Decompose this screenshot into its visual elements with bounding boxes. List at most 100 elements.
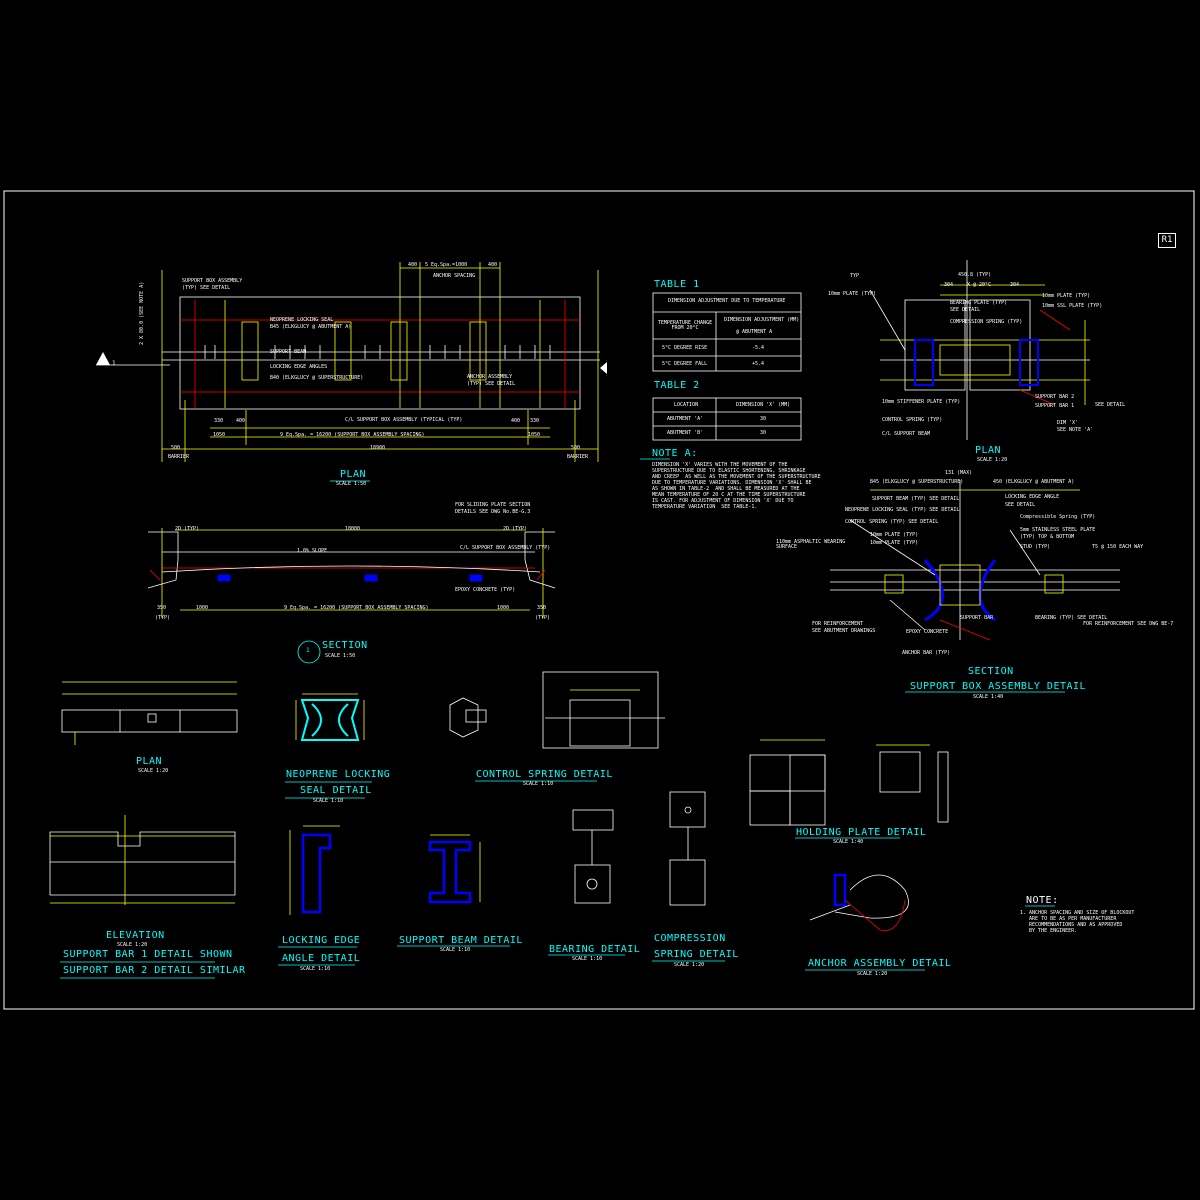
sec1-epoxy: EPOXY CONCRETE (TYP) [455,587,516,593]
compression-spring-view [669,791,706,906]
plan-barrier-left: BARRIER [168,454,190,460]
sb-a11: 10mm PLATE (TYP) [870,540,919,546]
control-spring-view [449,671,665,749]
sb-a13: T5 @ 150 EACH WAY [1092,544,1144,550]
table-1-title: TABLE 1 [654,279,700,290]
ptr-c1: TYP [850,273,860,279]
elevation-view [49,815,236,905]
plan-left-call-1: SUPPORT BOX ASSEMBLY [182,278,243,284]
sb-a3: CONTROL SPRING (TYP) SEE DETAIL [845,519,939,525]
ptr-c10: C/L SUPPORT BEAM [882,431,931,437]
plan-left-call-2: (TYP) SEE DETAIL [182,285,231,291]
plan-small-title: PLAN [136,756,163,767]
ptr-c7: 10mm SSL PLATE (TYP) [1042,303,1103,309]
plan-d1050: 1050 [213,432,226,438]
section-1-title: SECTION [322,640,368,651]
plan-side-dim: 2 X 80.0 (SEE NOTE A) [139,281,145,345]
plan-support-beam: SUPPORT BEAM [270,349,307,355]
main-plan-view [96,262,607,462]
ptr-c8: 10mm STIFFENER PLATE (TYP) [882,399,961,405]
ptr-c13: SEE DETAIL [1095,402,1126,408]
table-2-title: TABLE 2 [654,380,700,391]
neoprene-seal-view [295,693,365,741]
sb-a15: SEE ABUTMENT DRAWINGS [812,628,876,634]
elevation-subtitle-2: SUPPORT BAR 2 DETAIL SIMILAR [63,965,246,976]
table-1-row2-label: 5°C DEGREE FALL [662,361,708,367]
sb-top1: B45 (ELKGLUCY @ SUPERSTRUCTURE) [870,479,964,485]
sb-a12: 110mm ASPHALTIC WEARING SURFACE [776,539,846,550]
locking-title-2: ANGLE DETAIL [282,953,361,964]
sec1-call-1: FOR SLIDING PLATE SECTION [455,502,531,508]
ptr-c12: SUPPORT BAR 1 [1035,403,1075,409]
sb-a7: 5mm STAINLESS STEEL PLATE [1020,527,1096,533]
plan-dmid: 9 Eq.Spa. = 16200 (SUPPORT BOX ASSEMBLY … [280,432,425,438]
anchor-view [809,873,909,932]
plan-section-marker: 1 [112,360,116,367]
holding-plate-scale: SCALE 1:40 [833,839,864,845]
plan-anchor-spacing: ANCHOR SPACING [433,273,476,279]
plan-small-view [61,681,238,745]
plan-dim-top-a: 400 [408,262,418,268]
sb-a8: (TYP) TOP & BOTTOM [1020,534,1075,540]
plan-d1050b: 1050 [528,432,541,438]
holding-plate-title: HOLDING PLATE DETAIL [796,827,927,838]
plan-main-scale: SCALE 1:50 [336,481,367,487]
ptr-c6: 10mm PLATE (TYP) [1042,293,1091,299]
locking-angle-view [289,825,340,915]
elevation-subtitle-1: SUPPORT BAR 1 DETAIL SHOWN [63,949,233,960]
note-title: NOTE: [1026,895,1059,906]
sb-a10: 10mm PLATE (TYP) [870,532,919,538]
section-box-scale: SCALE 1:40 [973,694,1004,700]
ptr-c11: SUPPORT BAR 2 [1035,394,1075,400]
plan-seal-1: NEOPRENE LOCKING SEAL [270,317,334,323]
note-body: 1. ANCHOR SPACING AND SIZE OF BLOCKOUT A… [1020,910,1135,934]
plan-locking-angle: LOCKING EDGE ANGLES [270,364,328,370]
ptr-dim3: X @ 20°C [967,282,992,288]
elevation-title: ELEVATION [106,930,165,941]
ptr-c9: CONTROL SPRING (TYP) [882,417,943,423]
sec1-slope: 1.0% SLOPE [297,548,328,554]
locking-title-1: LOCKING EDGE [282,935,361,946]
neoprene-scale: SCALE 1:10 [313,798,344,804]
ptr-c2: 10mm PLATE (TYP) [828,291,877,297]
sb-a14: FOR REINFORCEMENT [812,621,864,627]
plan-main-title: PLAN [340,469,367,480]
section-box-title: SECTION [968,666,1014,677]
table-2-row1-value: 30 [760,416,767,422]
table-2-col-a: LOCATION [674,402,699,408]
sec1-d1000b: 1000 [497,605,510,611]
plan-anchor-call-1: ANCHOR ASSEMBLY [467,374,513,380]
sec1-typ-right: (TYP) [535,615,551,621]
title-underlines [60,458,1065,979]
section-1-scale: SCALE 1:50 [325,653,356,659]
bearing-view [572,809,614,904]
plan-d330: 330 [214,418,224,424]
sb-a5: SEE DETAIL [1005,502,1036,508]
elevation-scale: SCALE 1:20 [117,942,148,948]
sec1-t1: 2D (TYP) [175,526,200,532]
locking-scale: SCALE 1:10 [300,966,331,972]
sb-a6: Compressible Spring (TYP) [1020,514,1096,520]
note-a-body: DIMENSION 'X' VARIES WITH THE MOVEMENT O… [652,462,821,510]
table-2-row2-label: ABUTMENT 'B' [667,430,704,436]
ptr-dim2: 304 [944,282,954,288]
plan-anchor-call-2: (TYP) SEE DETAIL [467,381,516,387]
plan-b40: B40 (ELKGLUCY @ SUPERSTRUCTURE) [270,375,364,381]
ptr-dim4: 304 [1010,282,1020,288]
plan-d330b: 330 [530,418,540,424]
table-1-col-a: TEMPERATURE CHANGE FROM 20°C [657,320,713,331]
support-beam-title: SUPPORT BEAM DETAIL [399,935,523,946]
support-beam-view [428,834,481,904]
sb-a20: FOR REINFORCEMENT SEE DWG BE-7 [1083,621,1174,627]
table-1-header: DIMENSION ADJUSTMENT DUE TO TEMPERATURE [668,298,786,304]
ptr-c3: BEARING PLATE (TYP) [950,300,1008,306]
sb-a1: SUPPORT BEAM (TYP) SEE DETAIL [872,496,960,502]
sb-a4: LOCKING EDGE ANGLE [1005,494,1060,500]
table-1-row2-value: +5.4 [752,361,765,367]
table-1-col-b: DIMENSION ADJUSTMENT (MM) [724,317,800,323]
anchor-scale: SCALE 1:20 [857,971,888,977]
ptr-c4: SEE DETAIL [950,307,981,313]
table-1-row1-value: -5.4 [752,345,765,351]
section-1-marker: 1 [306,647,310,654]
